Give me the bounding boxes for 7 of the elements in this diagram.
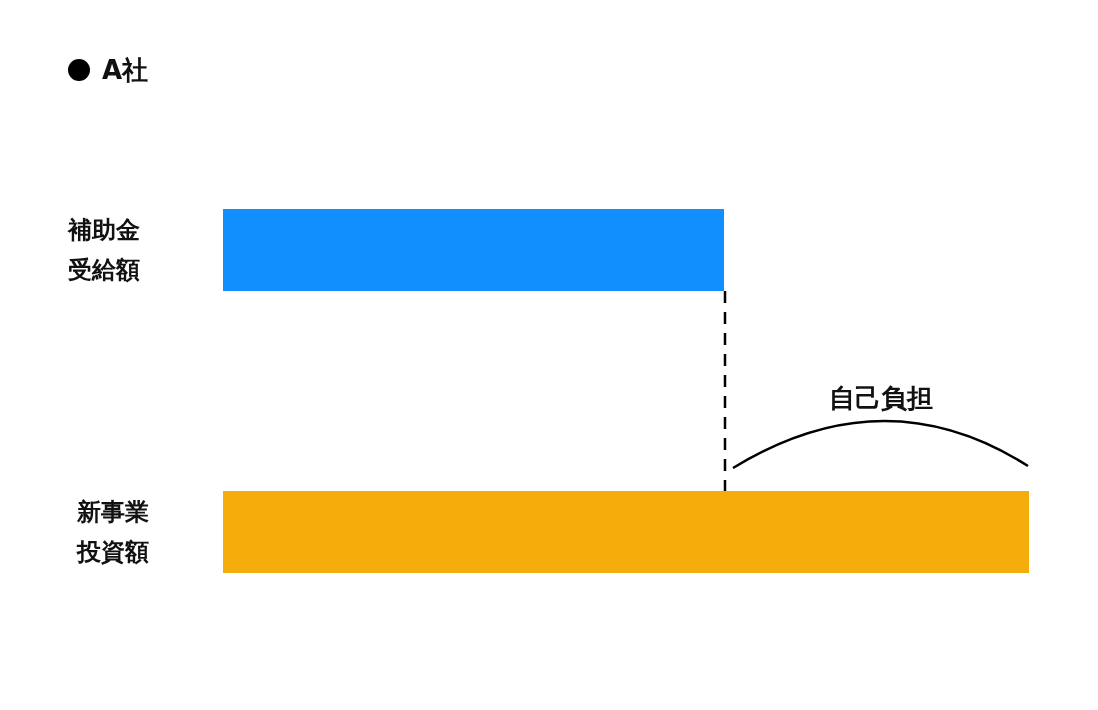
bar	[223, 491, 1029, 573]
bar-label: 新事業投資額	[77, 497, 150, 568]
bracket-label: 自己負担	[828, 382, 934, 415]
bar	[223, 209, 724, 291]
bar-label: 補助金受給額	[68, 215, 141, 286]
dashed-line	[723, 291, 727, 491]
title: A社	[102, 54, 149, 87]
